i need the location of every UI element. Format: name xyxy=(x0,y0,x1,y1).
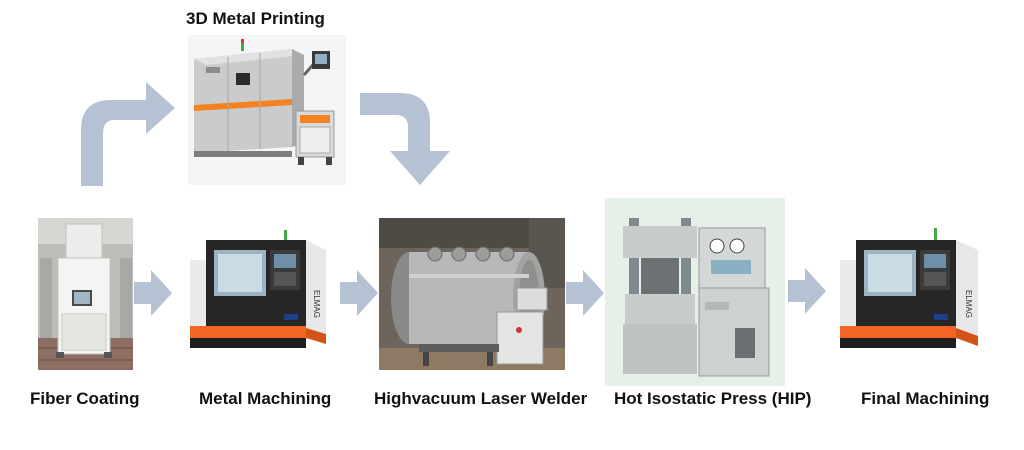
svg-text:ELMAG: ELMAG xyxy=(964,290,973,318)
final-cnc-machine-image: ELMAG xyxy=(836,228,986,360)
svg-text:ELMAG: ELMAG xyxy=(312,290,321,318)
arrow-right-icon xyxy=(566,270,604,316)
cnc-machine-image: ELMAG xyxy=(186,230,336,358)
printer-machine-image xyxy=(188,35,346,185)
laser-welder-image xyxy=(379,218,565,370)
arrow-right-icon xyxy=(788,268,826,314)
arrow-right-icon xyxy=(134,270,172,316)
curved-arrow-up-right-icon xyxy=(78,80,178,188)
label-final-machining: Final Machining xyxy=(861,389,990,408)
label-laser-welder: Highvacuum Laser Welder xyxy=(374,389,588,408)
label-fiber-coating: Fiber Coating xyxy=(30,389,140,408)
label-hip: Hot Isostatic Press (HIP) xyxy=(614,389,812,408)
curved-arrow-down-icon xyxy=(360,91,456,187)
arrow-right-icon xyxy=(340,270,378,316)
hip-press-image xyxy=(605,198,785,386)
fiber-coating-image xyxy=(38,218,133,370)
label-3d-metal-printing: 3D Metal Printing xyxy=(186,9,325,28)
label-metal-machining: Metal Machining xyxy=(199,389,332,408)
